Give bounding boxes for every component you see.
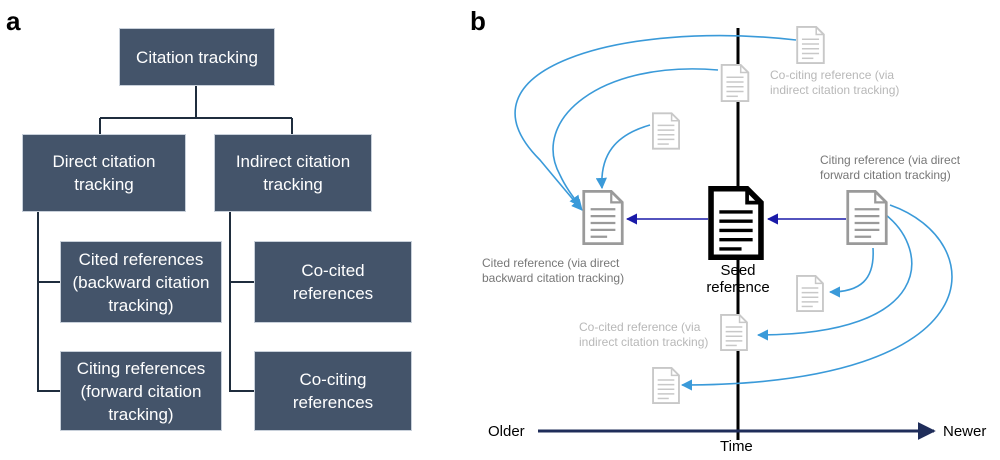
arrow-co-citing-1 [514, 34, 797, 211]
document-icon-co-citing-small [652, 112, 680, 150]
box-citation-tracking-label: Citation tracking [136, 47, 258, 67]
panel-a-letter: a [6, 6, 21, 36]
box-citing-label: Citing references (forward citation trac… [76, 358, 206, 424]
box-indirect-citation-tracking: Indirect citation tracking [214, 134, 372, 212]
axis-label-time: Time [720, 438, 753, 455]
document-icon-citing [846, 190, 888, 245]
document-icon-co-citing-far [796, 26, 825, 64]
arrow-co-cited-1 [828, 247, 874, 298]
label-co-cited-reference: Co-cited reference (via indirect citatio… [579, 320, 709, 349]
arrow-co-citing-2 [552, 68, 719, 207]
document-icon-cited [582, 190, 624, 245]
label-co-citing-reference: Co-citing reference (via indirect citati… [770, 68, 900, 97]
box-citation-tracking: Citation tracking [119, 28, 275, 86]
label-cited-reference: Cited reference (via direct backward cit… [482, 256, 625, 285]
arrow-co-citing-3 [595, 124, 651, 190]
box-co-cited-references: Co-cited references [254, 241, 412, 323]
box-direct-citation-tracking: Direct citation tracking [22, 134, 186, 212]
box-cited-label: Cited references (backward citation trac… [72, 249, 210, 315]
label-seed-reference: Seed reference [706, 262, 770, 296]
box-direct-label: Direct citation tracking [52, 152, 156, 194]
box-indirect-label: Indirect citation tracking [235, 152, 351, 194]
label-citing-reference: Citing reference (via direct forward cit… [820, 153, 961, 182]
arrow-co-cited-3 [680, 204, 953, 391]
document-icon-co-cited-3 [652, 367, 680, 404]
axis-label-older: Older [488, 423, 525, 440]
document-icon-co-cited-2 [720, 314, 748, 351]
document-icon-co-cited-1 [796, 275, 824, 312]
box-citing-references: Citing references (forward citation trac… [60, 351, 222, 431]
arrow-co-cited-2 [756, 214, 913, 341]
panel-b-letter: b [470, 6, 486, 36]
box-co-citing-references: Co-citing references [254, 351, 412, 431]
document-icon-co-citing-near [720, 64, 750, 102]
document-icon-seed [711, 189, 761, 257]
axis-label-newer: Newer [943, 423, 987, 440]
box-cocited-label: Co-cited references [292, 261, 374, 303]
box-cited-references: Cited references (backward citation trac… [60, 241, 222, 323]
box-cociting-label: Co-citing references [292, 370, 374, 412]
